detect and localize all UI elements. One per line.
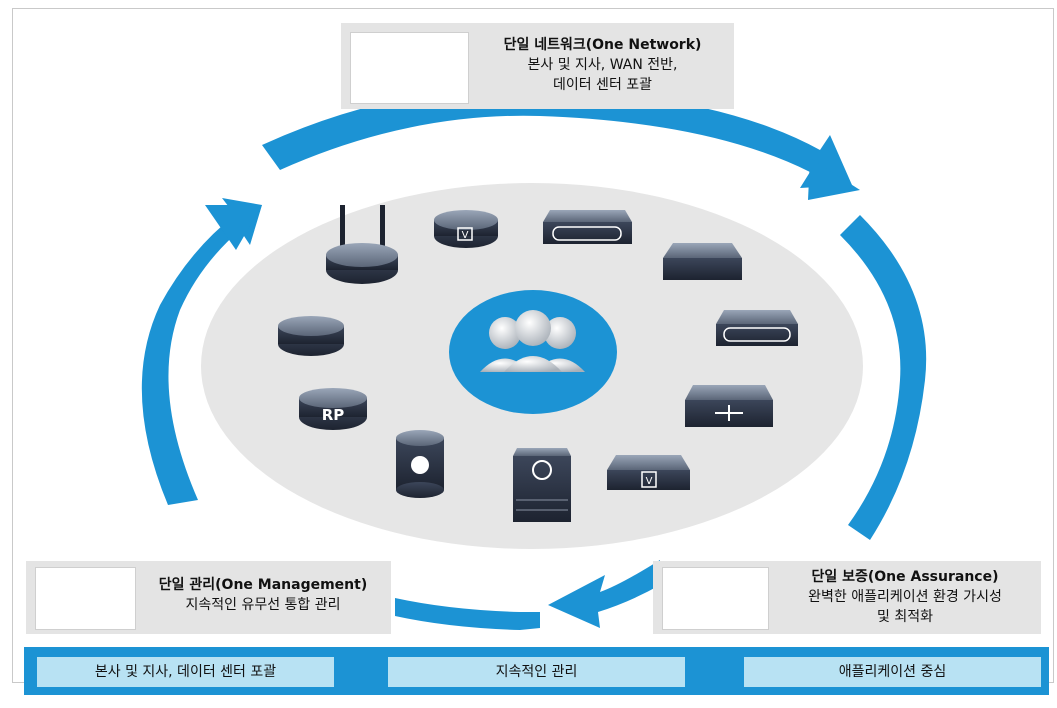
layer2-switch-icon — [663, 243, 742, 280]
arrow-bottom-to-left — [548, 560, 660, 628]
one-assurance-desc-2: 및 최적화 — [877, 609, 933, 625]
bottom-feature-bar: 본사 및 지사, 데이터 센터 포괄 지속적인 관리 애플리케이션 중심 — [24, 647, 1049, 695]
virtual-switch-icon: V — [607, 455, 690, 490]
wan-optimizer-icon — [543, 210, 632, 244]
users-group-icon — [449, 290, 617, 414]
svg-text:V: V — [462, 230, 469, 241]
one-assurance-callout: 단일 보증(One Assurance) 완벽한 애플리케이션 환경 가시성 및… — [653, 561, 1041, 634]
one-assurance-desc-1: 완벽한 애플리케이션 환경 가시성 — [808, 589, 1002, 605]
route-processor-icon: RP — [299, 388, 367, 430]
arrow-right-to-bottom — [840, 215, 927, 540]
svg-text:V: V — [646, 476, 653, 487]
arrow-top-right-head — [808, 158, 860, 200]
wireless-router-icon — [326, 205, 398, 284]
network-dashboard-thumbnail — [350, 32, 469, 104]
multilayer-switch-icon — [716, 310, 798, 346]
one-management-callout: 단일 관리(One Management) 지속적인 유무선 통합 관리 — [26, 561, 391, 634]
cycle-arrows — [141, 87, 927, 630]
bar-item-branch-dc: 본사 및 지사, 데이터 센터 포괄 — [37, 657, 334, 687]
arrow-bottom-body — [395, 598, 540, 630]
virtual-router-icon: V — [434, 210, 498, 248]
arrow-left-top-head — [205, 205, 262, 250]
one-network-callout: 단일 네트워크(One Network) 본사 및 지사, WAN 전반, 데이… — [341, 23, 734, 109]
management-dashboard-thumbnail — [35, 567, 136, 630]
svg-text:RP: RP — [322, 406, 345, 424]
router-icon — [278, 316, 344, 356]
bar-item-application-centric: 애플리케이션 중심 — [744, 657, 1041, 687]
one-management-desc-1: 지속적인 유무선 통합 관리 — [185, 597, 341, 613]
one-network-desc-2: 데이터 센터 포괄 — [552, 77, 653, 93]
one-management-title: 단일 관리(One Management) — [158, 577, 368, 593]
bar-item-continuous-management: 지속적인 관리 — [388, 657, 685, 687]
arrow-left-to-top — [141, 198, 262, 505]
l3-core-switch-icon — [396, 430, 444, 498]
firewall-icon — [513, 448, 571, 522]
layer3-switch-icon — [685, 385, 773, 427]
arrow-top-to-right — [262, 87, 852, 188]
one-network-desc-1: 본사 및 지사, WAN 전반, — [527, 57, 678, 73]
one-network-title: 단일 네트워크(One Network) — [503, 37, 702, 53]
assurance-dashboard-thumbnail — [662, 567, 769, 630]
one-assurance-title: 단일 보증(One Assurance) — [811, 569, 999, 585]
